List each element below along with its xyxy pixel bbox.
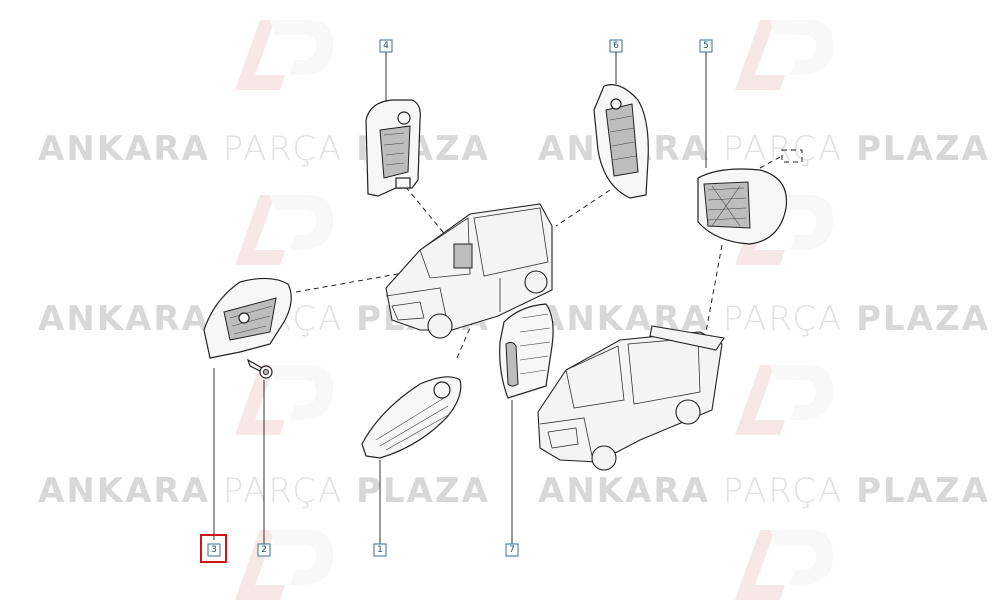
svg-text:ANKARA PARÇA PLAZA: ANKARA PARÇA PLAZA (538, 299, 990, 339)
selected-highlight (200, 534, 227, 563)
callout-label: 1 (377, 545, 383, 555)
svg-text:ANKARA PARÇA PLAZA: ANKARA PARÇA PLAZA (38, 129, 490, 169)
callout-label: 5 (703, 41, 709, 51)
van-front-view (385, 203, 553, 339)
svg-text:ANKARA PARÇA PLAZA: ANKARA PARÇA PLAZA (38, 471, 490, 511)
callout-1[interactable]: 1 (373, 543, 387, 557)
part-3-handle-mechanism (203, 277, 292, 359)
callout-label: 4 (383, 41, 389, 51)
callout-4[interactable]: 4 (379, 39, 393, 53)
part-5-rear-handle (697, 168, 788, 245)
callout-2[interactable]: 2 (257, 543, 271, 557)
svg-text:ANKARA PARÇA PLAZA: ANKARA PARÇA PLAZA (538, 129, 990, 169)
callout-label: 7 (509, 545, 515, 555)
callout-label: 6 (613, 41, 619, 51)
svg-text:ANKARA PARÇA PLAZA: ANKARA PARÇA PLAZA (538, 471, 990, 511)
clip-outline (781, 149, 803, 163)
part-4-handle-mechanism (365, 99, 421, 197)
part-1-handle-cover (361, 376, 462, 459)
watermark-layer: ANKARA PARÇA PLAZA ANKARA PARÇA PLAZA AN… (38, 20, 990, 600)
part-6-handle-mechanism (593, 84, 649, 199)
part-7-handle-cover (499, 303, 554, 399)
callout-label: 2 (261, 545, 267, 555)
callout-label: 3 (211, 545, 217, 555)
callout-7[interactable]: 7 (505, 543, 519, 557)
callout-5[interactable]: 5 (699, 39, 713, 53)
callout-3[interactable]: 3 (200, 534, 227, 563)
van-rear-view (537, 325, 725, 471)
part-2-screw (246, 358, 273, 379)
callout-leaders (213, 52, 707, 544)
callout-6[interactable]: 6 (609, 39, 623, 53)
